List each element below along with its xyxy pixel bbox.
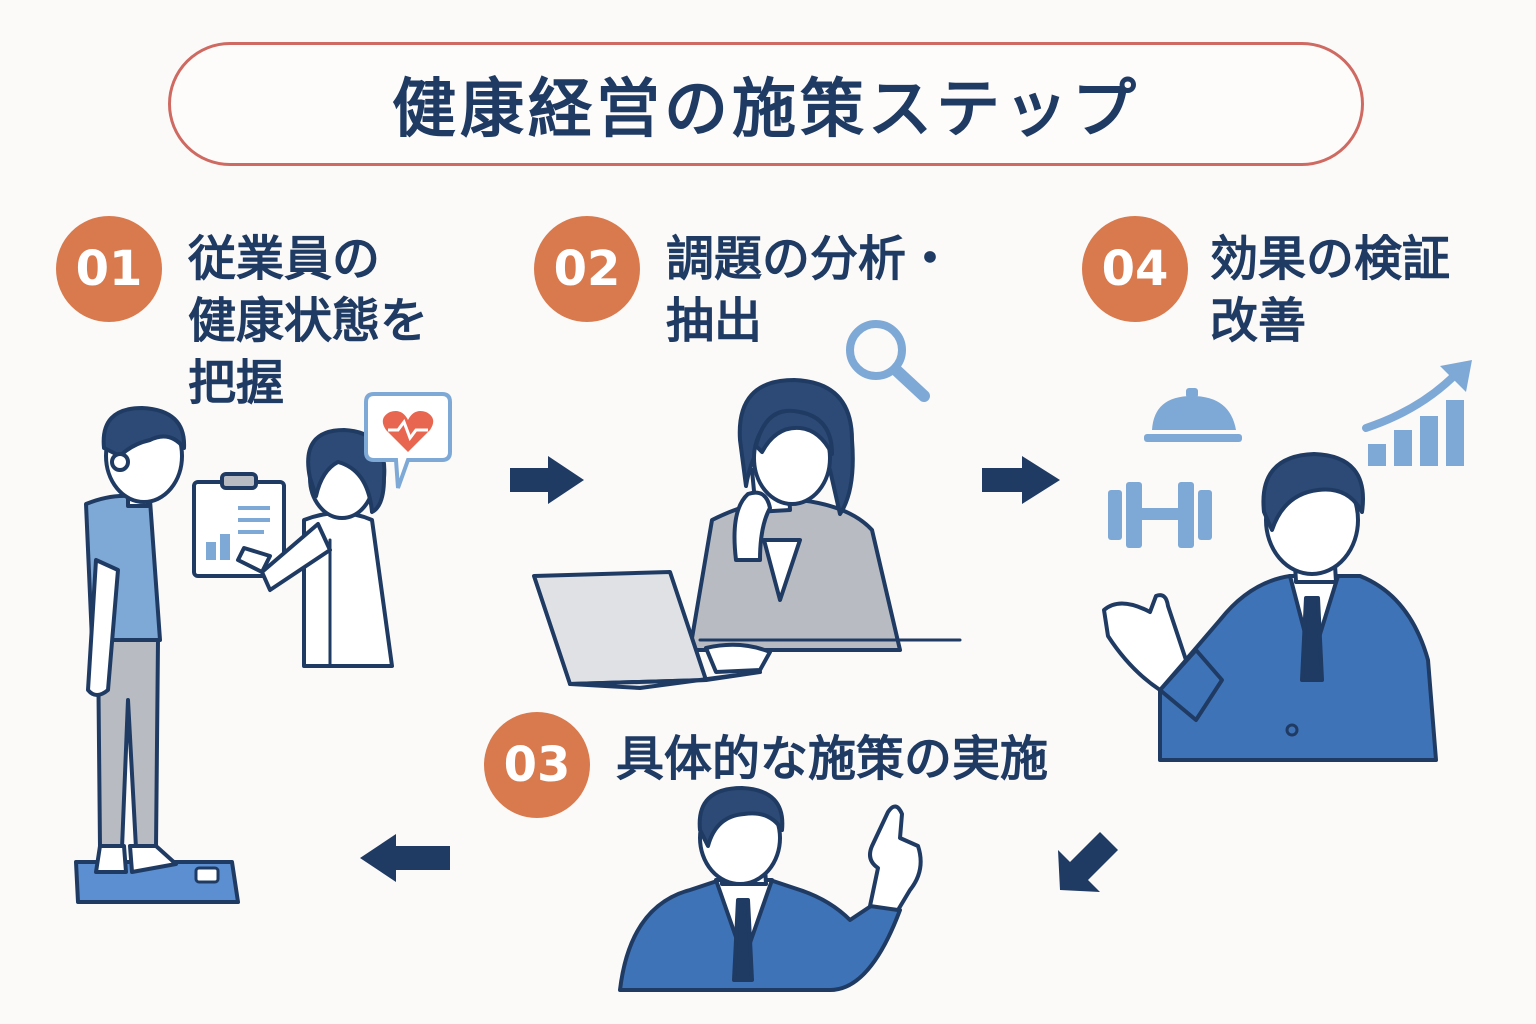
step-2-label: 調題の分析・ 抽出 — [666, 228, 954, 352]
step-3-badge: 03 — [484, 712, 590, 818]
step-1-label: 従業員の 健康状態を 把握 — [188, 228, 428, 414]
page-title: 健康経営の施策ステップ — [392, 73, 1140, 147]
employee-on-scale-illustration — [74, 406, 240, 904]
step-1-badge: 01 — [56, 216, 162, 322]
step-1-line-1: 従業員の — [188, 231, 381, 287]
heart-speech-icon — [364, 392, 452, 489]
step-2-line-1: 調題の分析・ — [666, 231, 955, 287]
cloche-icon — [1144, 388, 1242, 442]
presenter-man-illustration — [618, 786, 923, 992]
magnifier-icon — [846, 320, 930, 402]
arrow-right-1-icon — [510, 456, 584, 504]
growth-chart-icon — [1362, 360, 1472, 466]
dumbbell-icon — [1108, 482, 1212, 548]
reviewer-man-illustration — [1102, 452, 1438, 762]
arrow-left-icon — [360, 834, 450, 882]
arrow-right-2-icon — [982, 456, 1060, 504]
step-3-label: 具体的な施策の実施 — [616, 728, 1048, 790]
step-1-line-3: 把握 — [188, 355, 285, 411]
step-2-badge: 02 — [534, 216, 640, 322]
analyst-woman-illustration — [532, 378, 962, 690]
step-4-line-2: 改善 — [1210, 293, 1307, 349]
step-4-line-1: 効果の検証 — [1210, 231, 1451, 287]
arrow-down-left-icon — [1058, 832, 1118, 892]
step-4-label: 効果の検証 改善 — [1210, 228, 1450, 352]
step-4-badge: 04 — [1082, 216, 1188, 322]
step-3-line-1: 具体的な施策の実施 — [616, 731, 1049, 787]
title-banner: 健康経営の施策ステップ — [168, 42, 1364, 166]
step-1-line-2: 健康状態を — [188, 293, 429, 349]
step-2-line-2: 抽出 — [666, 293, 763, 349]
